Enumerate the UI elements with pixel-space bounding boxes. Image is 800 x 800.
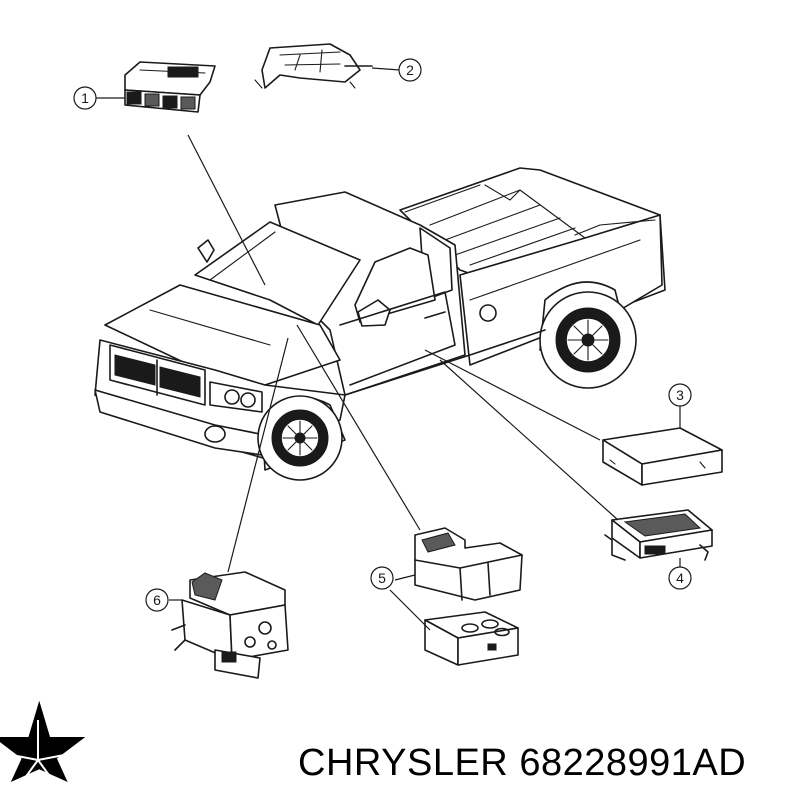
svg-text:3: 3 [676,387,684,403]
callout-6: 6 [145,588,169,612]
callout-3: 3 [668,383,692,407]
component-5-modules [414,527,523,666]
component-2-bracket [254,43,373,89]
callout-2: 2 [398,58,422,82]
callout-5: 5 [370,566,394,590]
component-1-switch-module [124,61,216,113]
svg-text:2: 2 [406,62,414,78]
svg-text:5: 5 [378,570,386,586]
pickup-truck-illustration [94,167,666,481]
svg-text:1: 1 [81,90,89,106]
component-4-control-module [604,509,713,561]
caption-part-label: CHRYSLER 68228991AD [298,738,798,788]
svg-text:6: 6 [153,592,161,608]
caption-brand: CHRYSLER [298,742,509,784]
chrysler-pentastar-logo-icon [0,700,86,794]
svg-text:4: 4 [676,570,684,586]
component-3-cover-plate [602,427,723,486]
callout-1: 1 [73,86,97,110]
caption-part-number: 68228991AD [519,742,747,784]
component-6-abs-module [171,571,289,679]
callout-4: 4 [668,566,692,590]
leader-lines [96,67,681,631]
